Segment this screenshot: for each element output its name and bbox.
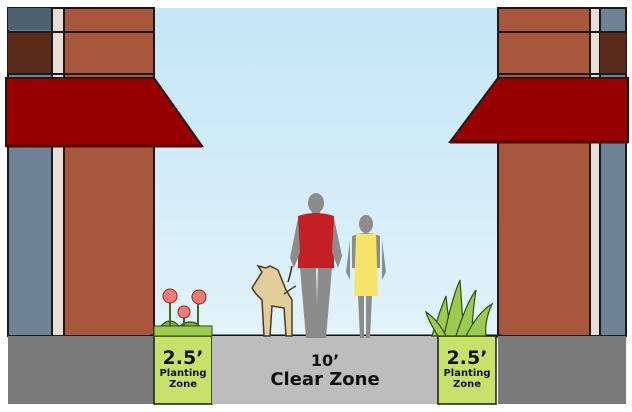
right-zone-label-line2: Zone bbox=[438, 379, 496, 390]
right-pillar-light bbox=[590, 8, 600, 336]
right-zone-size: 2.5’ bbox=[438, 348, 496, 368]
left-dark-brick-band bbox=[8, 32, 52, 74]
clear-zone-size: 10’ bbox=[212, 352, 438, 370]
left-zone-label-line1: Planting bbox=[154, 368, 212, 379]
right-curb bbox=[498, 336, 626, 404]
left-pillar-light bbox=[52, 8, 64, 336]
clear-zone-label: 10’ Clear Zone bbox=[212, 352, 438, 390]
right-planting-label: 2.5’ Planting Zone bbox=[438, 348, 496, 390]
left-curb bbox=[8, 336, 154, 404]
right-zone-label-line1: Planting bbox=[438, 368, 496, 379]
left-window-shade bbox=[8, 8, 52, 30]
right-brick-column bbox=[498, 8, 590, 336]
right-dark-brick-band bbox=[600, 32, 626, 74]
left-zone-size: 2.5’ bbox=[154, 348, 212, 368]
left-zone-label-line2: Zone bbox=[154, 379, 212, 390]
left-planting-label: 2.5’ Planting Zone bbox=[154, 348, 212, 390]
clear-zone-name: Clear Zone bbox=[212, 370, 438, 390]
left-brick-column bbox=[64, 8, 154, 336]
